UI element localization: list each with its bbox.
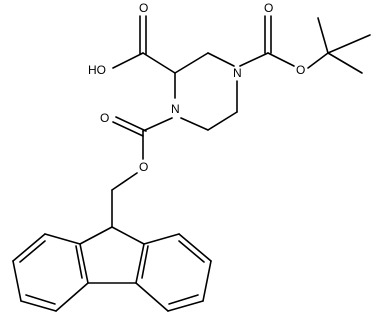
bond-l3 bbox=[12, 260, 22, 302]
bond-c8a-c4b bbox=[135, 243, 145, 284]
bond-r5-inner bbox=[141, 245, 149, 279]
bond-l4-inner bbox=[25, 294, 56, 305]
bond-c6-n1 bbox=[180, 117, 209, 131]
bond-n1-cfmoc bbox=[142, 117, 173, 132]
bond-cboc-o-single bbox=[267, 52, 295, 67]
bond-r3 bbox=[202, 260, 212, 302]
bond-r2 bbox=[178, 233, 212, 262]
bond-c2-c3 bbox=[174, 52, 209, 74]
bond-n4-cboc bbox=[239, 52, 269, 67]
bond-o-ch2 bbox=[111, 172, 138, 191]
atom-label-o-fmoc-double: O bbox=[100, 111, 109, 125]
bond-r2-inner bbox=[178, 240, 205, 263]
bond-c2-ccooh bbox=[142, 52, 176, 74]
bond-c5-c6 bbox=[207, 111, 238, 131]
atom-label-n1: N bbox=[171, 102, 180, 116]
atom-label-oh: HO bbox=[88, 63, 106, 77]
bond-l4 bbox=[20, 300, 57, 312]
bond-o-ctbu bbox=[307, 52, 329, 69]
bond-cfmoc-o-double-a bbox=[115, 116, 147, 132]
bond-c9-c9a bbox=[79, 226, 113, 245]
bond-c3-n4 bbox=[207, 52, 235, 67]
bond-r4 bbox=[167, 300, 204, 312]
bond-cfmoc-o-double-b bbox=[112, 121, 144, 137]
atom-label-o-boc-single: O bbox=[296, 63, 305, 77]
bond-r1 bbox=[143, 233, 180, 245]
bond-ctbu-me2 bbox=[327, 34, 371, 54]
atom-label-o-boc-double: O bbox=[264, 1, 273, 15]
bond-r5 bbox=[135, 282, 169, 312]
bond-l5 bbox=[55, 282, 89, 312]
bond-c9a-c4a bbox=[79, 243, 89, 284]
bonds bbox=[12, 15, 371, 312]
bond-l5-inner bbox=[75, 245, 83, 279]
atom-label-n4: N bbox=[233, 66, 242, 80]
bond-l1 bbox=[44, 233, 81, 245]
bond-ctbu-me1 bbox=[317, 17, 329, 54]
atom-label-o-carboxyl: O bbox=[139, 1, 148, 15]
bond-ctbu-me3 bbox=[327, 52, 363, 74]
bond-l2 bbox=[12, 233, 46, 262]
bond-l2-inner bbox=[19, 240, 46, 263]
bond-c9-c8a bbox=[111, 226, 145, 245]
atom-labels: O HO N N O O O O bbox=[88, 1, 305, 174]
bond-r4-inner bbox=[168, 294, 199, 305]
atom-label-o-fmoc-single: O bbox=[139, 160, 148, 174]
bond-cooh-oh bbox=[112, 52, 144, 69]
